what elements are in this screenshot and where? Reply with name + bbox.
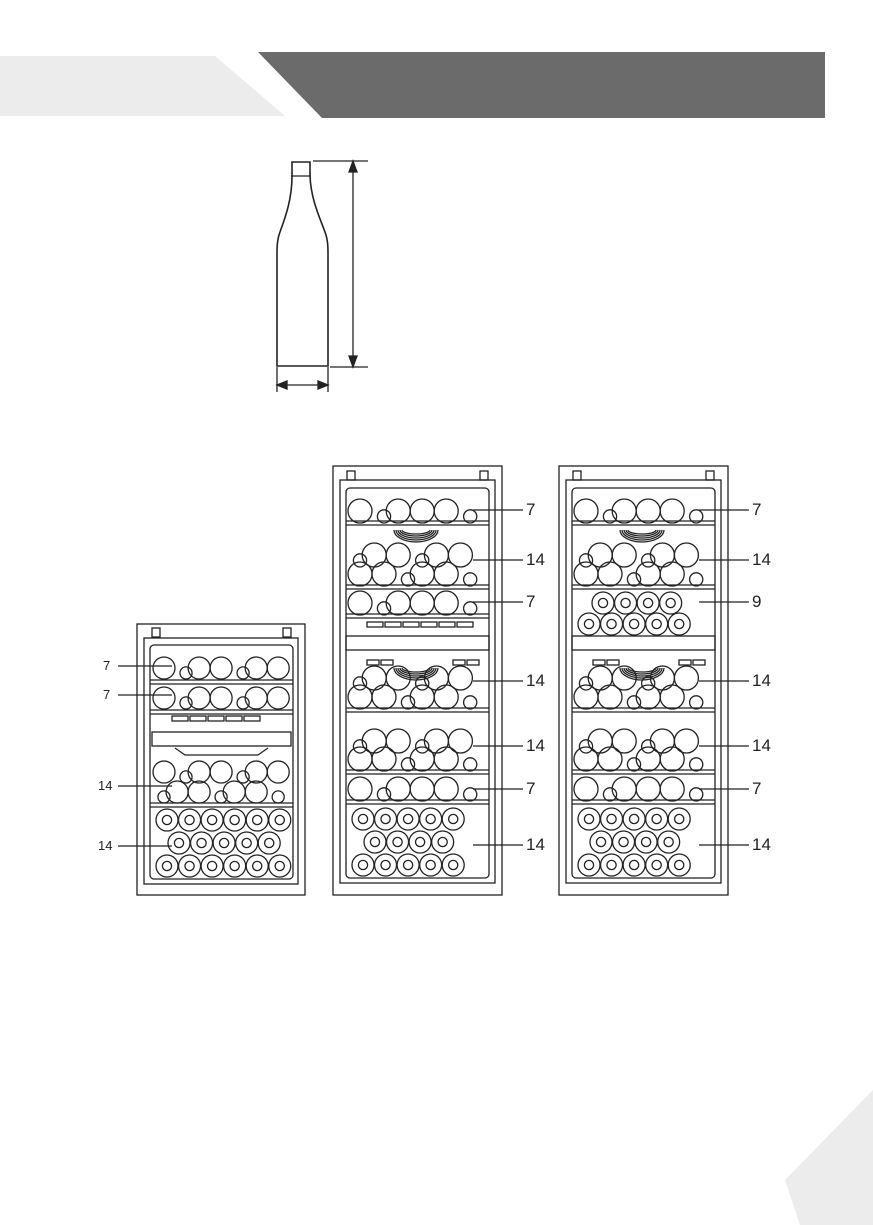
- capacity-label: 14: [98, 779, 112, 792]
- capacity-label: 14: [752, 737, 771, 754]
- capacity-label: 14: [526, 551, 545, 568]
- capacity-label: 7: [526, 780, 535, 797]
- capacity-label: 7: [103, 688, 110, 701]
- capacity-label: 14: [526, 672, 545, 689]
- wine-bottle-icon: [277, 161, 368, 392]
- small-cabinet: [137, 624, 305, 895]
- capacity-label: 7: [526, 593, 535, 610]
- capacity-label: 7: [752, 780, 761, 797]
- capacity-label: 14: [526, 836, 545, 853]
- capacity-label: 14: [752, 672, 771, 689]
- capacity-label: 9: [752, 593, 761, 610]
- capacity-label: 14: [752, 836, 771, 853]
- capacity-label: 14: [98, 839, 112, 852]
- capacity-label: 14: [526, 737, 545, 754]
- capacity-label: 7: [526, 501, 535, 518]
- capacity-label: 7: [103, 659, 110, 672]
- capacity-label: 7: [752, 501, 761, 518]
- capacity-label: 14: [752, 551, 771, 568]
